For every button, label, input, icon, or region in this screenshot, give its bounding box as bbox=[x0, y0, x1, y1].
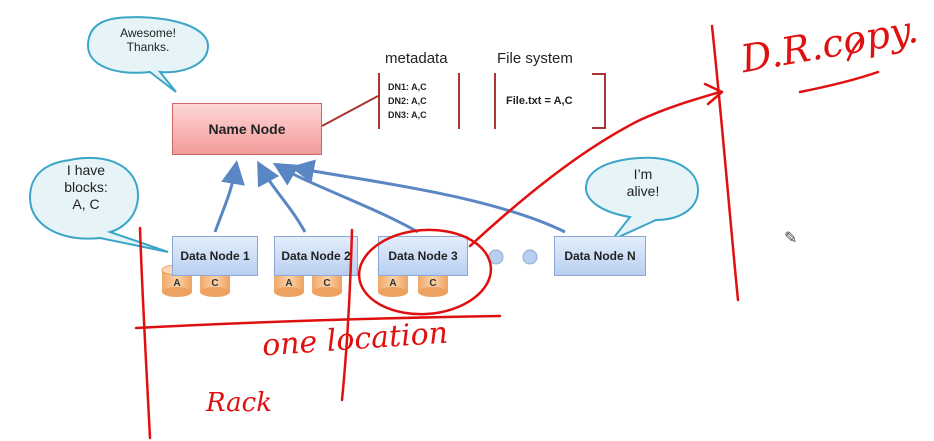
bubble-line: I have bbox=[66, 162, 106, 178]
bubble-name-node bbox=[86, 16, 210, 93]
metadata-title: metadata bbox=[385, 50, 448, 67]
bubble-data-node-n-text: I’m alive! bbox=[598, 166, 688, 200]
bubble-line: alive! bbox=[626, 182, 660, 199]
rack-divider-line bbox=[340, 228, 354, 402]
data-node-1: Data Node 1 bbox=[172, 236, 258, 276]
ellipsis-dot-2 bbox=[522, 249, 538, 265]
file-system-panel: File.txt = A,C bbox=[494, 73, 606, 129]
rack-annotation: Rack bbox=[206, 388, 272, 418]
dn1-block-label-c: C bbox=[211, 278, 219, 289]
dr-tick bbox=[846, 38, 862, 62]
dr-copy-arrowhead bbox=[703, 82, 724, 106]
arrow-dnN-up bbox=[290, 159, 566, 234]
name-node: Name Node bbox=[172, 103, 322, 155]
data-node-2: Data Node 2 bbox=[274, 236, 358, 276]
dn3-block-label-c: C bbox=[429, 278, 437, 289]
dr-copy-arrow bbox=[468, 90, 722, 248]
bubble-data-node-n bbox=[584, 156, 700, 241]
metadata-entry: DN1: A,C bbox=[388, 82, 427, 92]
dn2-block-label-a: A bbox=[285, 278, 293, 289]
file-system-title: File system bbox=[497, 50, 573, 67]
bubble-name-node-text: Awesome! Thanks. bbox=[100, 26, 196, 55]
dr-vertical-line bbox=[710, 24, 740, 302]
bubble-line: I’m bbox=[633, 166, 653, 182]
dn3-block-label-a: A bbox=[389, 278, 397, 289]
file-system-entry: File.txt = A,C bbox=[506, 95, 573, 107]
dr-copy-underline bbox=[798, 70, 880, 94]
rack-left-line bbox=[138, 226, 152, 440]
dn1-block-label-a: A bbox=[173, 278, 181, 289]
metadata-panel: DN1: A,C DN2: A,C DN3: A,C bbox=[378, 73, 460, 129]
data-node-3: Data Node 3 bbox=[378, 236, 468, 276]
arrow-dn1-up bbox=[213, 160, 245, 233]
bubble-line: A, C bbox=[72, 195, 100, 212]
arrow-dn2-up bbox=[257, 160, 307, 233]
bubble-data-node-1 bbox=[28, 156, 169, 253]
bubble-line: blocks: bbox=[64, 178, 108, 195]
metadata-connector bbox=[321, 95, 379, 127]
rack-baseline bbox=[134, 314, 502, 330]
bubble-line: Thanks. bbox=[126, 40, 170, 55]
metadata-entry: DN3: A,C bbox=[388, 110, 427, 120]
data-node-n: Data Node N bbox=[554, 236, 646, 276]
data-node-3-circle bbox=[357, 228, 493, 316]
dn2-block-label-c: C bbox=[323, 278, 331, 289]
bubble-line: Awesome! bbox=[120, 26, 176, 40]
heartbeat-arrows bbox=[213, 159, 566, 234]
metadata-entry: DN2: A,C bbox=[388, 96, 427, 106]
bubble-data-node-1-text: I have blocks: A, C bbox=[38, 162, 134, 212]
pencil-cursor-icon: ✎ bbox=[784, 228, 798, 247]
